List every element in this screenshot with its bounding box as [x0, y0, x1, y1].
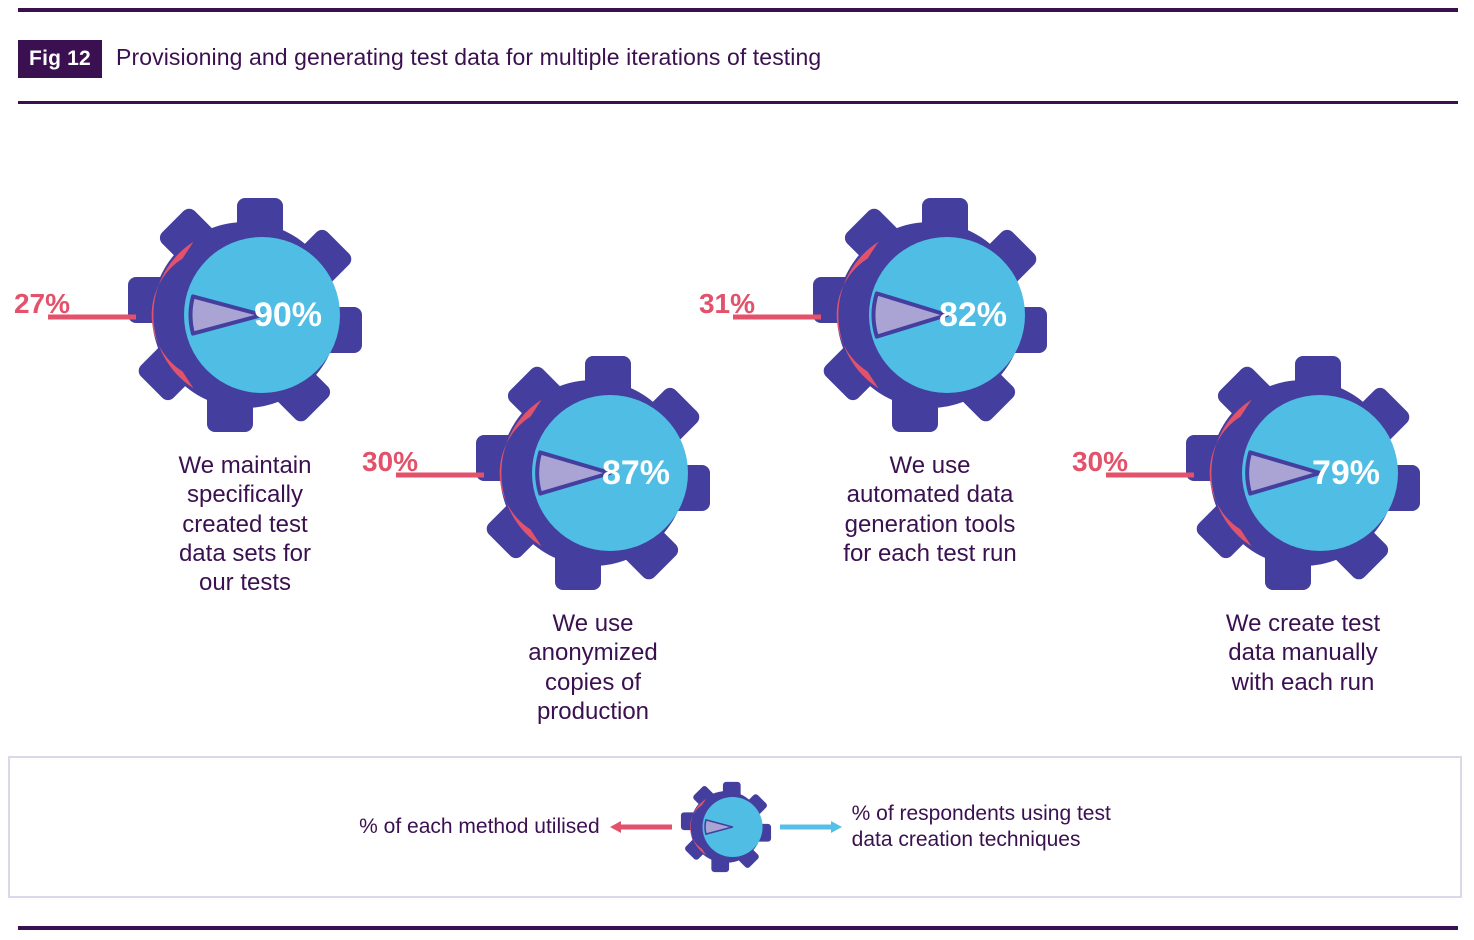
- method-arc-4: [1209, 399, 1252, 547]
- legend-method-wedge: [703, 819, 733, 835]
- method-arc-1: [151, 241, 194, 389]
- legend-content: % of each method utilised: [10, 758, 1460, 896]
- method-arc-2: [499, 399, 542, 547]
- gear-graphic-1: 90% 27%: [14, 190, 380, 445]
- gear-side-value-1: 27%: [13, 288, 70, 319]
- gear-graphic-3: 82% 31%: [699, 190, 1065, 445]
- method-wedge-1: [188, 294, 264, 336]
- legend-panel: % of each method utilised: [8, 756, 1462, 898]
- method-arc-3: [836, 241, 879, 389]
- method-wedge-4: [1245, 450, 1322, 496]
- legend-method-arc: [689, 798, 706, 856]
- gear-item-2: 87% 30% We use anonymized copies of prod…: [362, 348, 728, 726]
- method-leader-line-3: [733, 314, 821, 320]
- method-leader-line-2: [396, 472, 484, 478]
- gear-graphic-2: 87% 30%: [362, 348, 728, 603]
- legend-gear-icon: [680, 781, 771, 873]
- top-divider: [18, 8, 1458, 12]
- gear-chart-svg-1: 90%: [128, 198, 362, 432]
- legend-left-arrow-icon: [609, 821, 672, 833]
- gear-caption-2: We use anonymized copies of production: [528, 610, 658, 725]
- figure-number-badge: Fig 12: [18, 40, 102, 78]
- gear-value-1: 90%: [254, 296, 322, 334]
- gear-side-value-4: 30%: [1071, 446, 1128, 477]
- gear-value-2: 87%: [602, 454, 670, 492]
- gear-item-3: 82% 31% We use automated data generation…: [699, 190, 1065, 568]
- gear-item-4: 79% 30% We create test data manually wit…: [1072, 348, 1438, 697]
- gear-side-value-2: 30%: [361, 446, 418, 477]
- method-leader-line-1: [48, 314, 136, 320]
- method-leader-line-4: [1106, 472, 1194, 478]
- gear-item-1: 90% 27% We maintain specifically created…: [14, 190, 380, 597]
- gear-chart-svg-3: 82%: [813, 198, 1047, 432]
- gear-chart-svg-4: 79%: [1186, 356, 1420, 590]
- method-wedge-2: [535, 450, 612, 496]
- legend-right-arrow-icon: [779, 821, 842, 833]
- gear-value-4: 79%: [1312, 454, 1380, 492]
- gear-caption-4: We create test data manually with each r…: [1225, 610, 1381, 696]
- gear-chart-svg-2: 87%: [476, 356, 710, 590]
- gear-side-value-3: 31%: [698, 288, 755, 319]
- gear-caption-3: We use automated data generation tools f…: [843, 452, 1017, 567]
- gear-value-3: 82%: [939, 296, 1007, 334]
- bottom-divider: [18, 926, 1458, 930]
- legend-label-respondents: % of respondents using test data creatio…: [851, 802, 1111, 851]
- gear-caption-1: We maintain specifically created test da…: [178, 452, 312, 597]
- gear-graphic-4: 79% 30%: [1072, 348, 1438, 603]
- method-wedge-3: [871, 291, 949, 339]
- header-divider: [18, 101, 1458, 104]
- legend-label-method: % of each method utilised: [359, 815, 600, 839]
- page-title: Provisioning and generating test data fo…: [116, 44, 822, 70]
